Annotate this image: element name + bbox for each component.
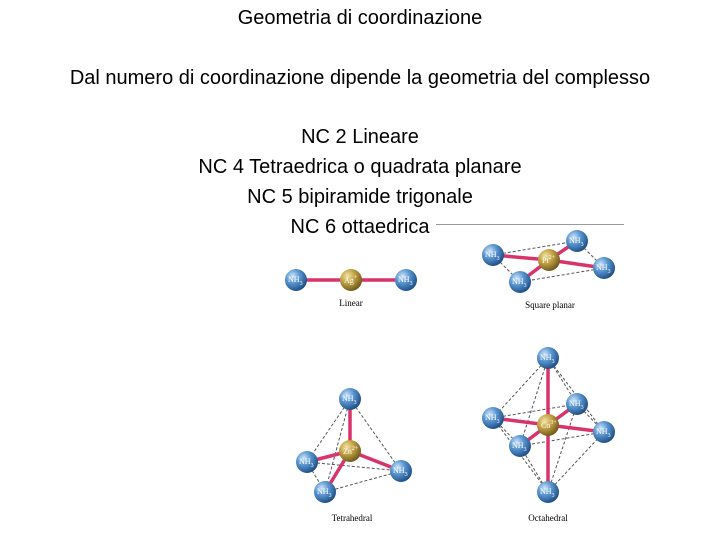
ligand-sphere	[296, 451, 318, 473]
caption-square-planar: Square planar	[525, 300, 575, 310]
ligand-sphere	[314, 481, 336, 503]
metal-sphere	[537, 414, 559, 436]
ligand-sphere	[537, 481, 559, 503]
ligand-sphere	[390, 460, 412, 482]
metal-label: Pt2+	[542, 255, 556, 265]
edge-dashed-line	[492, 240, 578, 256]
slide-subtitle: Dal numero di coordinazione dipende la g…	[69, 67, 651, 89]
ligand-sphere	[537, 347, 559, 369]
ligand-sphere	[566, 230, 588, 252]
ligand-sphere	[509, 435, 531, 457]
edge-dashed-line	[547, 403, 578, 493]
ligand-sphere	[482, 407, 504, 429]
edge-dashed-line	[492, 403, 578, 419]
caption-tetrahedral: Tetrahedral	[332, 513, 373, 523]
nc-item-4: NC 4 Tetraedrica o quadrata planare	[198, 156, 522, 178]
ligand-sphere	[339, 388, 361, 410]
edge-dashed-line	[519, 267, 605, 283]
metal-label: Ag+	[344, 275, 358, 285]
edge-dashed-line	[306, 461, 402, 472]
coordination-number-list: NC 2 Lineare NC 4 Tetraedrica o quadrata…	[0, 122, 720, 242]
edge-dashed-line	[324, 470, 402, 493]
caption-linear: Linear	[339, 298, 362, 308]
edge-dashed-line	[306, 398, 351, 463]
ligand-sphere	[482, 244, 504, 266]
metal-sphere	[339, 440, 361, 462]
ligand-sphere	[593, 257, 615, 279]
caption-octahedral: Octahedral	[528, 513, 568, 523]
divider-line	[436, 224, 624, 225]
edge-dashed-line	[492, 357, 549, 419]
ligand-sphere	[395, 269, 417, 291]
ligand-sphere	[593, 421, 615, 443]
nc-item-2: NC 2 Lineare	[301, 126, 419, 148]
metal-label: Co3+	[541, 420, 557, 430]
ligand-sphere	[566, 393, 588, 415]
ligand-sphere	[285, 269, 307, 291]
nc-item-6: NC 6 ottaedrica	[290, 216, 430, 238]
metal-sphere	[538, 249, 560, 271]
ligand-sphere	[509, 271, 531, 293]
edge-dashed-line	[547, 431, 605, 493]
metal-sphere	[340, 269, 362, 291]
edge-dashed-line	[519, 431, 605, 447]
edge-dashed-line	[324, 398, 351, 493]
slide-title: Geometria di coordinazione	[237, 7, 483, 29]
metal-label: Zn2+	[343, 446, 359, 456]
nc-item-5: NC 5 bipiramide trigonale	[247, 186, 473, 208]
edge-dashed-line	[519, 445, 549, 493]
edge-dashed-line	[519, 357, 549, 447]
